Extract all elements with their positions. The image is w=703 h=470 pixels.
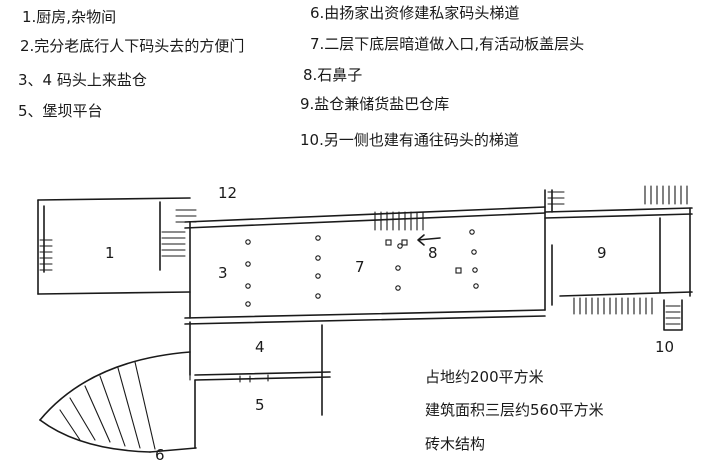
stair-hatch-hall	[374, 211, 424, 231]
legend-item-3-4: 3、4 码头上来盐仓	[18, 71, 147, 89]
curved-stair-6	[39, 351, 197, 453]
plan-label-7: 7	[355, 258, 365, 276]
legend-item-7: 7.二层下底层暗道做入口,有活动板盖层头	[310, 35, 585, 53]
column-dots	[245, 229, 479, 307]
plan-label-4: 4	[255, 338, 265, 356]
structure-note: 砖木结构	[425, 435, 486, 453]
legend-item-10: 10.另一侧也建有通往码头的梯道	[300, 131, 519, 149]
plan-label-9: 9	[597, 244, 607, 262]
legend-item-2: 2.完分老底行人下码头去的方便门	[20, 37, 245, 55]
plan-label-5: 5	[255, 396, 265, 414]
main-hall-outline	[184, 206, 546, 325]
plan-label-3: 3	[218, 264, 228, 282]
legend-item-5: 5、堡坝平台	[18, 102, 103, 120]
legend-item-9: 9.盐仓兼储货盐巴仓库	[300, 95, 450, 113]
lower-platform-outline	[189, 321, 331, 449]
plan-label-6: 6	[155, 446, 165, 464]
arrow-to-8	[417, 234, 441, 246]
plan-label-12: 12	[218, 184, 237, 202]
stair-hatch-left	[39, 209, 197, 271]
floor-area-note: 建筑面积三层约560平方米	[425, 401, 604, 419]
room-1-outline	[37, 197, 191, 295]
stair-hatch-right	[547, 185, 688, 331]
legend-item-6: 6.由扬家出资修建私家码头梯道	[310, 4, 520, 22]
plan-label-10: 10	[655, 338, 674, 356]
legend-item-1: 1.厨房,杂物间	[22, 8, 117, 26]
site-area-note: 占地约200平方米	[425, 368, 544, 386]
plan-label-1: 1	[105, 244, 115, 262]
legend-item-8: 8.石鼻子	[303, 66, 363, 84]
room-9-outline	[544, 189, 693, 311]
plan-label-8: 8	[428, 244, 438, 262]
